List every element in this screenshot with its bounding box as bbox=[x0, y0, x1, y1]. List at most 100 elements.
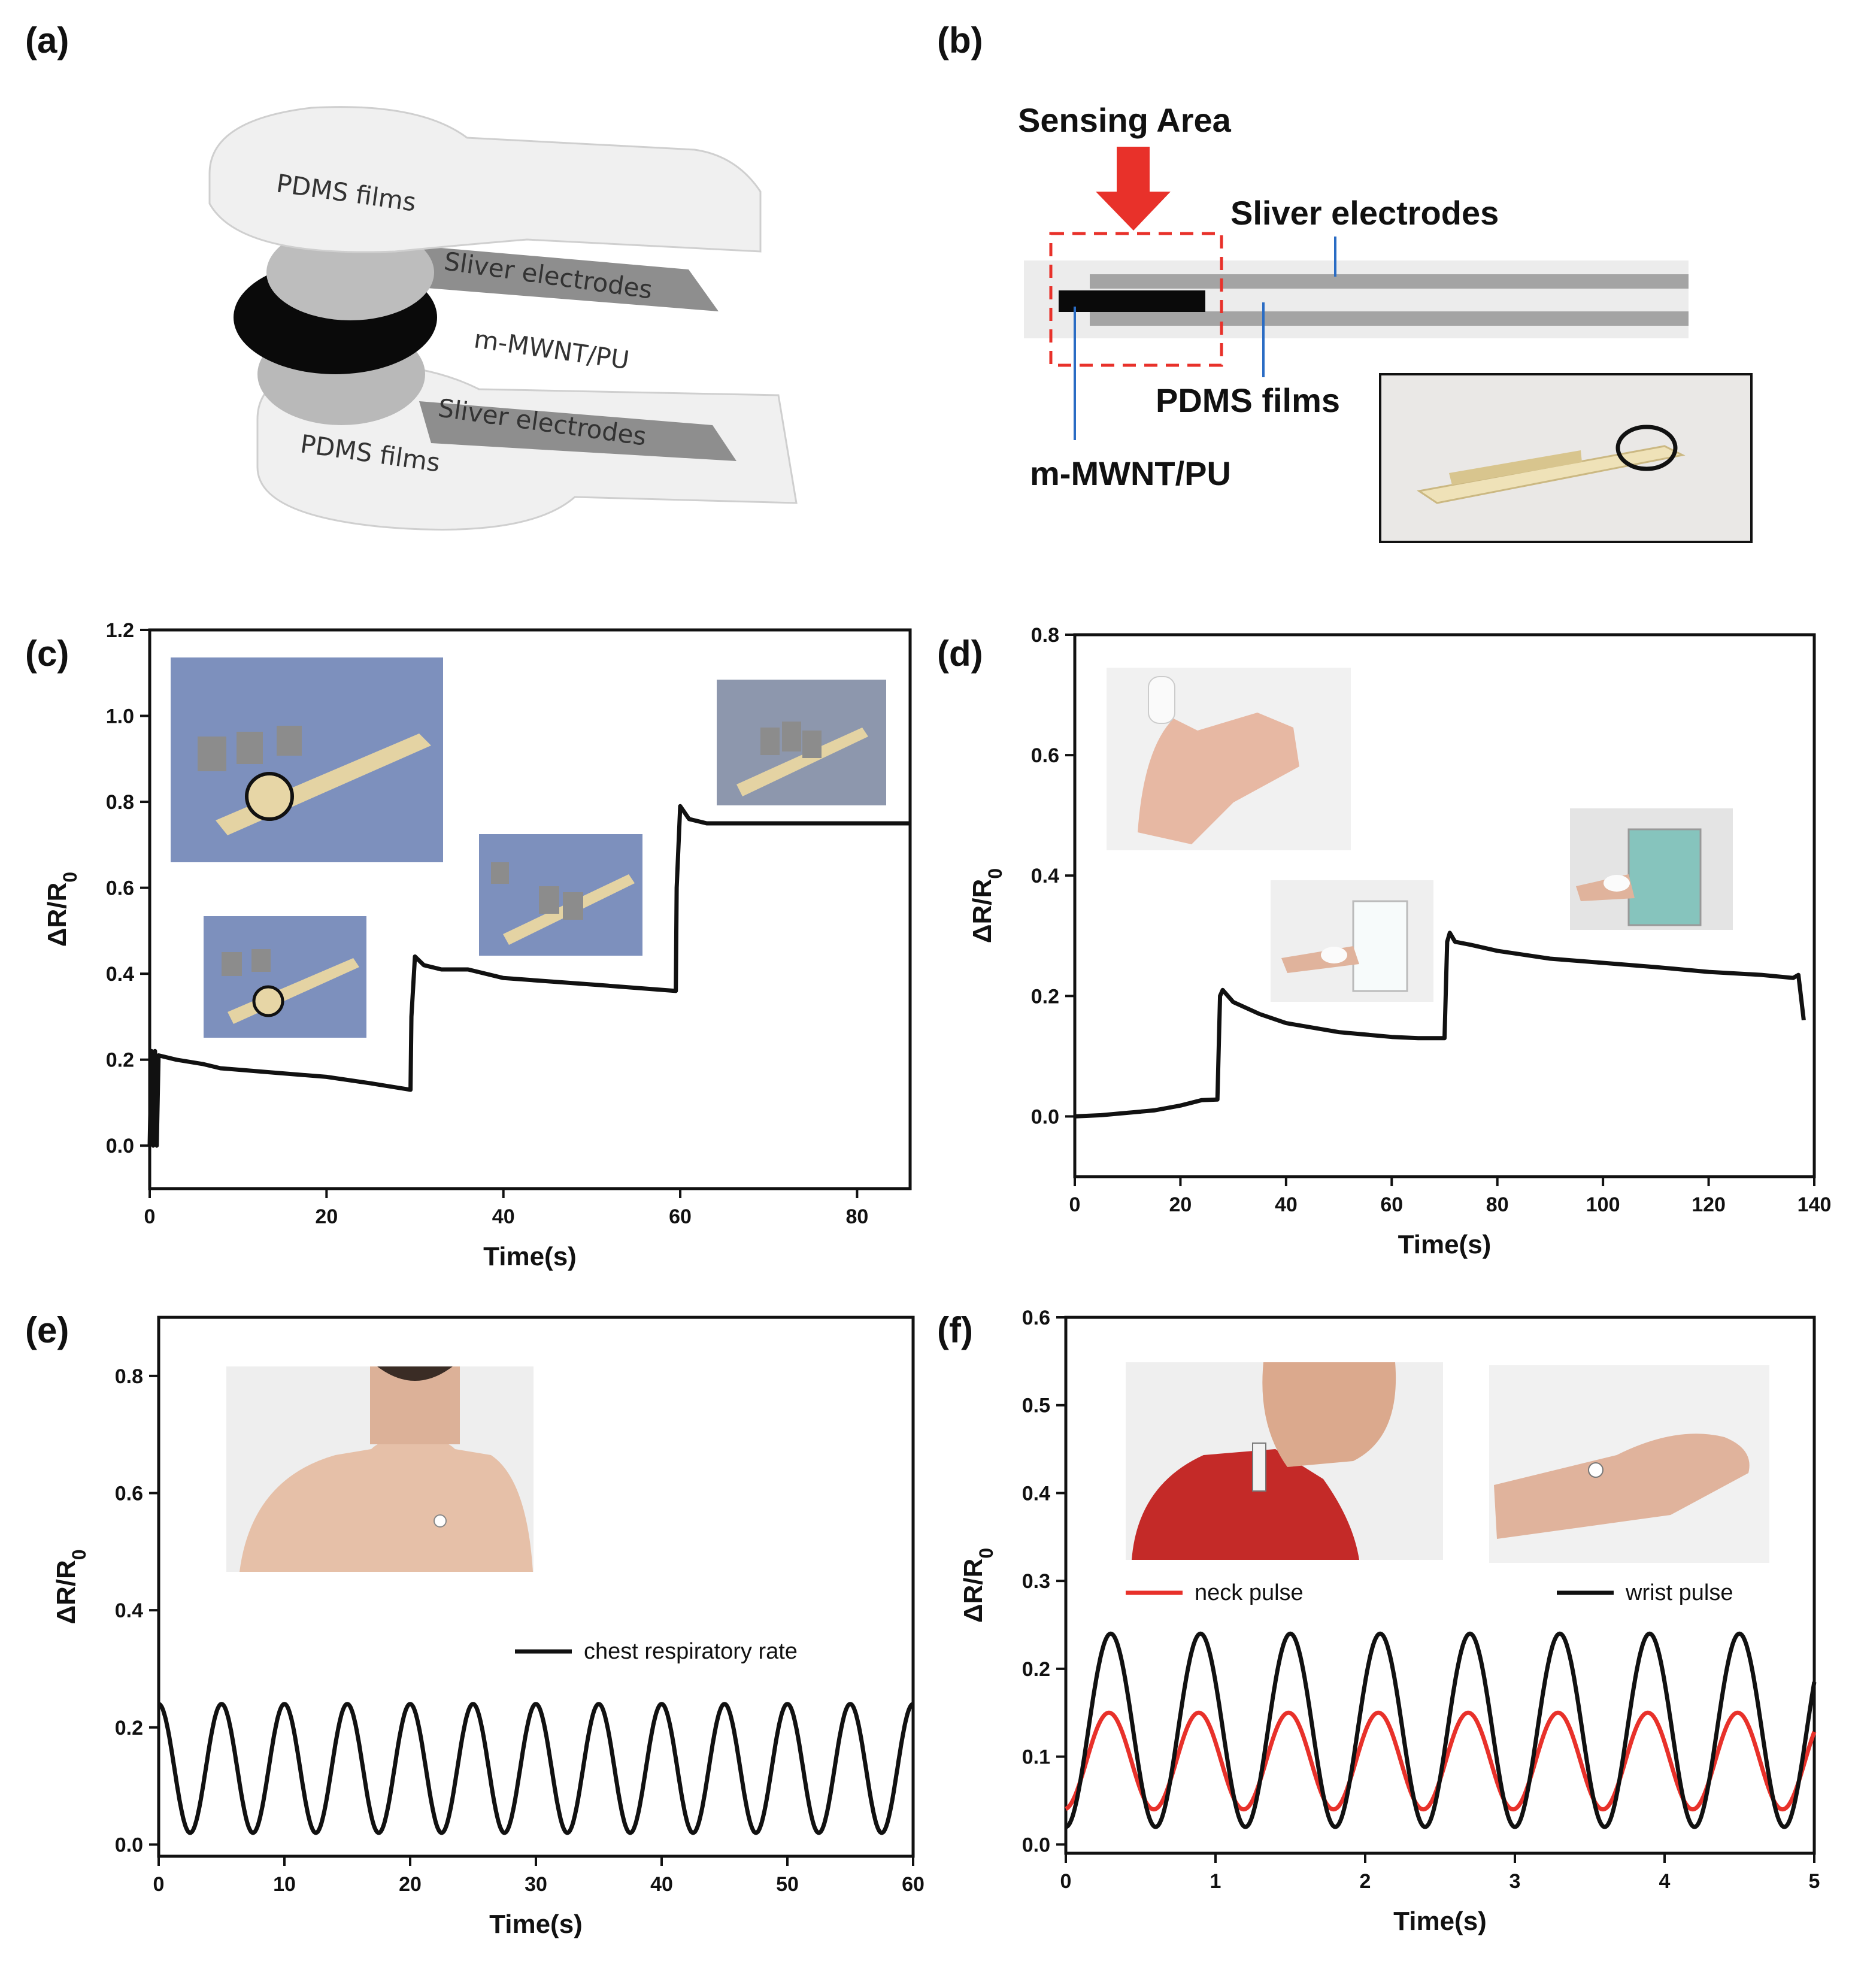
x-tick-label: 2 bbox=[1360, 1870, 1371, 1893]
x-tick-label: 50 bbox=[776, 1873, 799, 1896]
y-tick-label: 0.6 bbox=[1022, 1307, 1050, 1329]
x-tick-label: 40 bbox=[492, 1205, 515, 1228]
x-tick-label: 0 bbox=[153, 1873, 165, 1896]
x-tick-label: 3 bbox=[1509, 1870, 1521, 1893]
y-tick-label: 0.2 bbox=[115, 1717, 143, 1740]
sensor-active-area bbox=[1059, 290, 1205, 312]
y-tick-label: 1.2 bbox=[106, 619, 134, 642]
x-tick-label: 5 bbox=[1809, 1870, 1820, 1893]
y-tick-label: 0.0 bbox=[106, 1135, 134, 1157]
panel-b: (b) Sensing Area Sliver electrodes PDMS … bbox=[937, 20, 1753, 543]
y-tick-label: 0.6 bbox=[115, 1482, 143, 1505]
y-tick-label: 0.0 bbox=[1022, 1834, 1050, 1856]
series-line bbox=[147, 804, 910, 1148]
label-pdms: PDMS films bbox=[1156, 381, 1340, 419]
inset-photos-d bbox=[1107, 668, 1733, 1002]
plot-frame bbox=[1073, 633, 1816, 1178]
plot-frame bbox=[148, 628, 912, 1190]
photo-chest bbox=[226, 1366, 534, 1572]
x-axis-label: Time(s) bbox=[1398, 1230, 1492, 1259]
x-tick-label: 20 bbox=[1169, 1193, 1192, 1216]
photo-two-weights bbox=[479, 834, 642, 956]
label-sensing-area: Sensing Area bbox=[1018, 101, 1232, 139]
y-tick-label: 0.4 bbox=[115, 1599, 143, 1622]
y-tick-label: 0.2 bbox=[1031, 985, 1059, 1008]
photo-sensor-inset bbox=[1379, 373, 1753, 543]
photo-empty-beaker bbox=[1271, 880, 1433, 1002]
panel-d: (d) 0 20 40 60 80 100 120 140 0.0 0.2 0.4 0.6 0.8Tim… bbox=[937, 624, 1831, 1259]
x-tick-label: 10 bbox=[273, 1873, 296, 1896]
series-line bbox=[1064, 1631, 1817, 1829]
y-tick-label: 0.8 bbox=[115, 1365, 143, 1388]
x-tick-label: 40 bbox=[1275, 1193, 1298, 1216]
sensing-area-box bbox=[1049, 232, 1223, 367]
plot-frame bbox=[1064, 1316, 1816, 1855]
photo-one-weight bbox=[204, 916, 366, 1038]
panel-e-label: (e) bbox=[25, 1310, 69, 1350]
y-axis-label: ΔR/R0 bbox=[959, 1548, 997, 1623]
x-axis-label: Time(s) bbox=[1393, 1907, 1487, 1936]
y-tick-label: 0.0 bbox=[1031, 1105, 1059, 1128]
top-electrode-strip bbox=[413, 246, 719, 311]
photo-wrist bbox=[1489, 1365, 1769, 1563]
photo-neck bbox=[1126, 1362, 1443, 1560]
photo-hand bbox=[1107, 668, 1351, 850]
y-tick-label: 0.4 bbox=[1031, 865, 1059, 887]
y-tick-label: 0.3 bbox=[1022, 1570, 1050, 1593]
x-tick-label: 80 bbox=[1486, 1193, 1509, 1216]
x-tick-label: 60 bbox=[1380, 1193, 1403, 1216]
series-line bbox=[157, 1702, 915, 1835]
x-tick-label: 20 bbox=[399, 1873, 422, 1896]
x-tick-label: 20 bbox=[315, 1205, 338, 1228]
y-tick-label: 0.4 bbox=[106, 963, 134, 986]
photo-three-weights bbox=[171, 657, 443, 862]
x-tick-label: 0 bbox=[144, 1205, 156, 1228]
y-tick-label: 0.0 bbox=[115, 1834, 143, 1856]
y-tick-label: 0.2 bbox=[1022, 1658, 1050, 1681]
x-tick-label: 80 bbox=[845, 1205, 868, 1228]
sensor-electrode-bottom bbox=[1090, 311, 1689, 326]
y-tick-label: 0.8 bbox=[106, 791, 134, 814]
series-line bbox=[1074, 931, 1806, 1119]
x-tick-label: 1 bbox=[1210, 1870, 1221, 1893]
legend-label: chest respiratory rate bbox=[584, 1639, 798, 1664]
x-tick-label: 60 bbox=[902, 1873, 924, 1896]
x-tick-label: 30 bbox=[525, 1873, 547, 1896]
panel-d-label: (d) bbox=[937, 634, 983, 674]
panel-a: (a) PDMS films Sliver electrodes m-MWNT/… bbox=[25, 20, 798, 531]
photo-three-stacked bbox=[717, 680, 886, 805]
photo-full-beaker bbox=[1570, 808, 1733, 930]
y-tick-label: 0.6 bbox=[106, 877, 134, 900]
label-active: m-MWNT/PU bbox=[1030, 454, 1231, 492]
y-axis-label: ΔR/R0 bbox=[51, 1549, 90, 1624]
x-tick-label: 120 bbox=[1692, 1193, 1726, 1216]
x-tick-label: 140 bbox=[1798, 1193, 1832, 1216]
bottom-electrode-strip bbox=[419, 401, 736, 461]
y-tick-label: 0.8 bbox=[1031, 624, 1059, 647]
label-electrodes: Sliver electrodes bbox=[1230, 194, 1499, 232]
y-axis-label: ΔR/R0 bbox=[968, 868, 1006, 943]
panel-f-label: (f) bbox=[937, 1310, 973, 1350]
x-tick-label: 60 bbox=[669, 1205, 692, 1228]
y-tick-label: 0.4 bbox=[1022, 1482, 1050, 1505]
x-tick-label: 0 bbox=[1069, 1193, 1081, 1216]
panel-a-label: (a) bbox=[25, 20, 69, 60]
legend-label: wrist pulse bbox=[1625, 1580, 1733, 1605]
y-tick-label: 0.6 bbox=[1031, 744, 1059, 767]
x-tick-label: 100 bbox=[1586, 1193, 1620, 1216]
x-axis-label: Time(s) bbox=[489, 1910, 583, 1939]
legend-label: neck pulse bbox=[1195, 1580, 1304, 1605]
y-tick-label: 0.5 bbox=[1022, 1395, 1050, 1417]
top-pdms-film bbox=[208, 106, 762, 253]
inset-photos-c bbox=[171, 657, 886, 1038]
label-active-layer: m-MWNT/PU bbox=[472, 324, 631, 375]
y-tick-label: 0.1 bbox=[1022, 1746, 1050, 1769]
y-tick-label: 0.2 bbox=[106, 1049, 134, 1072]
x-tick-label: 0 bbox=[1060, 1870, 1072, 1893]
